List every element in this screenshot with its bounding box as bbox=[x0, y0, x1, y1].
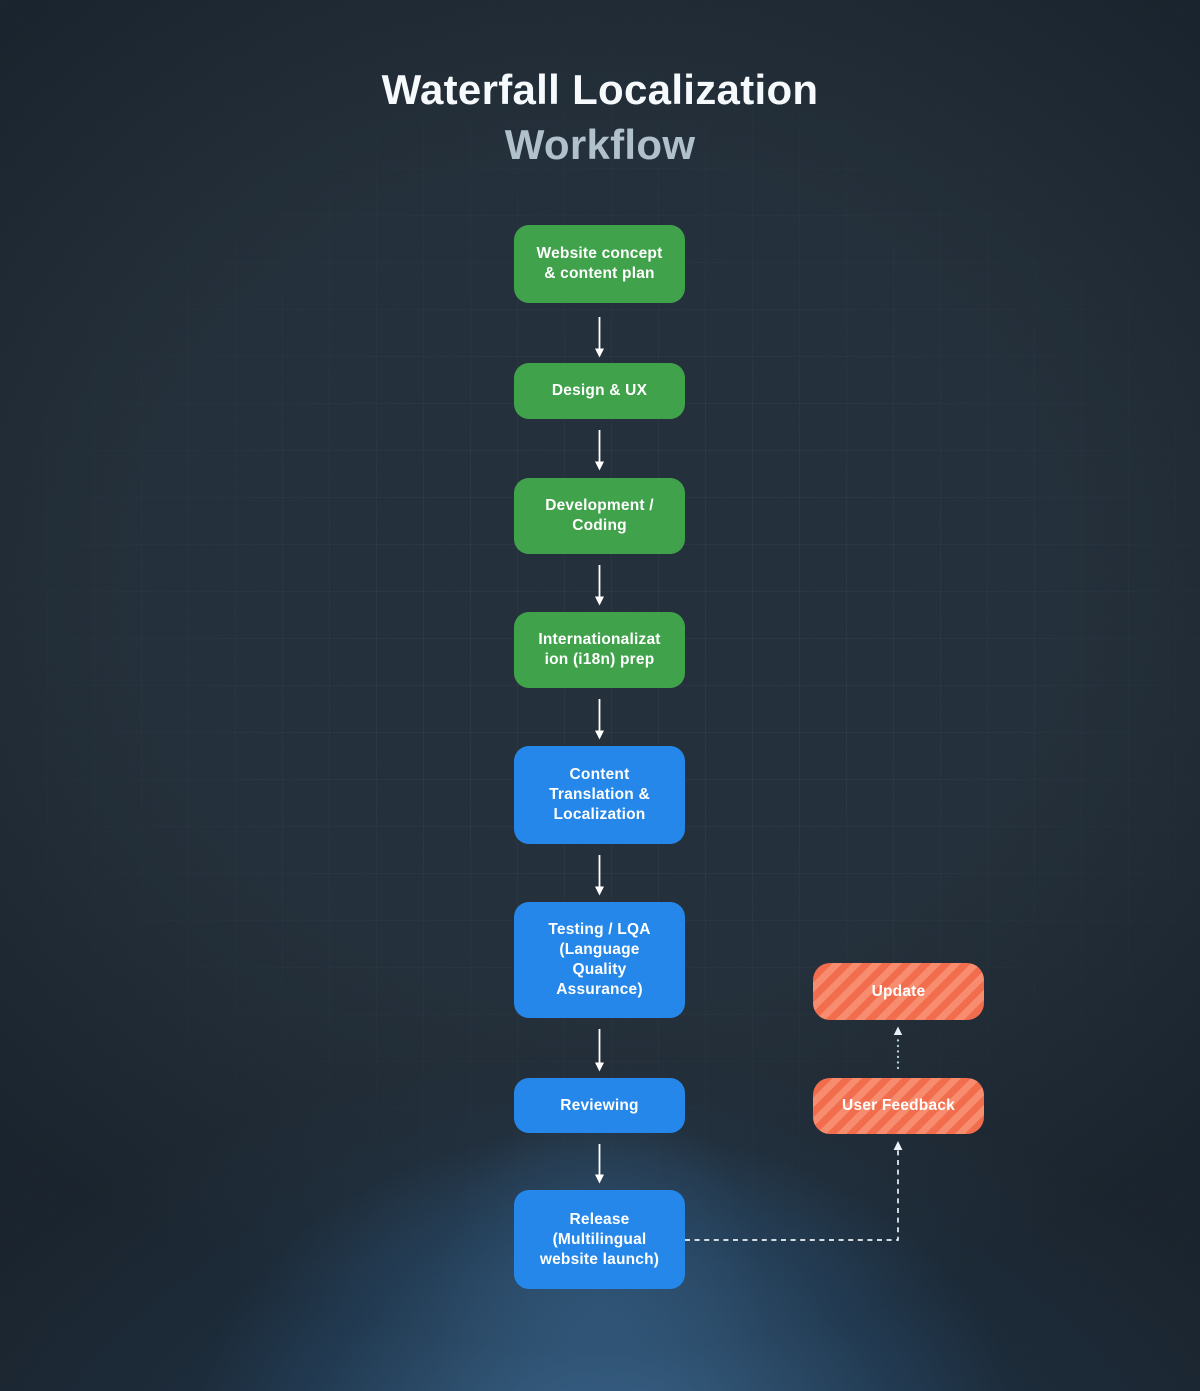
flow-node-website-concept[interactable]: Website concept & content plan bbox=[514, 225, 685, 303]
arrowhead-reviewing bbox=[595, 1062, 604, 1072]
page-title: Waterfall Localization Workflow bbox=[0, 62, 1200, 172]
feedback-node-user-feedback[interactable]: User Feedback bbox=[813, 1078, 984, 1134]
page-title-line2: Workflow bbox=[504, 121, 696, 168]
flow-node-reviewing[interactable]: Reviewing bbox=[514, 1078, 685, 1133]
arrowhead-testing bbox=[595, 886, 604, 896]
flow-node-development[interactable]: Development / Coding bbox=[514, 478, 685, 554]
flow-node-release[interactable]: Release (Multilingual website launch) bbox=[514, 1190, 685, 1289]
flow-arrow-heads bbox=[595, 348, 604, 1184]
arrowhead-design bbox=[595, 348, 604, 358]
page-title-line1: Waterfall Localization bbox=[381, 66, 819, 113]
arrowhead-release bbox=[595, 1174, 604, 1184]
flow-node-internationalization[interactable]: Internationalizat ion (i18n) prep bbox=[514, 612, 685, 688]
flow-node-content-translation[interactable]: Content Translation & Localization bbox=[514, 746, 685, 844]
flow-node-testing-lqa[interactable]: Testing / LQA (Language Quality Assuranc… bbox=[514, 902, 685, 1018]
arrowhead-user-feedback bbox=[893, 1141, 903, 1150]
flow-node-design-ux[interactable]: Design & UX bbox=[514, 363, 685, 419]
arrowhead-development bbox=[595, 461, 604, 471]
dashed-arrow-release-to-user-feedback bbox=[685, 1150, 899, 1241]
arrowhead-update bbox=[893, 1026, 903, 1035]
arrowhead-i18n bbox=[595, 596, 604, 606]
feedback-node-update[interactable]: Update bbox=[813, 963, 984, 1020]
arrowhead-translation bbox=[595, 730, 604, 740]
